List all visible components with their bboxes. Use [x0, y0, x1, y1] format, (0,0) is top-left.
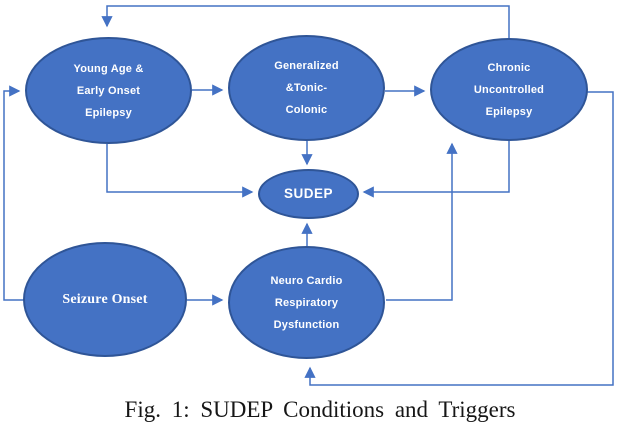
node-seizure-onset: Seizure Onset: [23, 242, 187, 357]
node-label: Generalized &Tonic- Colonic: [230, 55, 383, 121]
edge-chronic-to-neuro: [304, 91, 614, 386]
edge-chronic-to-young-age: [101, 5, 510, 39]
node-label-line: &Tonic-: [285, 82, 328, 94]
edge-young-age-to-sudep: [106, 144, 254, 198]
node-label-line: Neuro Cardio: [270, 274, 343, 287]
node-label-line: Dysfunction: [273, 318, 340, 331]
node-label-line: Respiratory: [274, 296, 339, 309]
edge-seizure-to-young-age: [3, 85, 25, 301]
node-label-line: Young Age &: [73, 62, 144, 75]
node-label-line: Seizure Onset: [62, 291, 148, 307]
node-label-line: Early Onset: [76, 84, 141, 97]
node-young-age-early-onset-epilepsy: Young Age & Early Onset Epilepsy: [25, 37, 192, 144]
figure-caption: Fig. 1: SUDEP Conditions and Triggers: [124, 397, 516, 422]
node-label-line: Uncontrolled: [473, 83, 545, 96]
node-generalized-tonic-colonic: Generalized &Tonic- Colonic: [228, 35, 385, 141]
node-label: Seizure Onset: [25, 291, 185, 309]
node-label-line: Epilepsy: [485, 105, 533, 118]
node-label-line: Epilepsy: [85, 106, 132, 119]
edge-neuro-to-chronic: [386, 142, 458, 301]
node-label-line: Colonic: [285, 104, 328, 116]
node-label: Neuro Cardio Respiratory Dysfunction: [230, 270, 383, 336]
node-label-line: Chronic: [487, 61, 531, 74]
node-label: SUDEP: [260, 186, 357, 202]
node-label-line: SUDEP: [283, 186, 333, 201]
node-label: Chronic Uncontrolled Epilepsy: [432, 57, 586, 123]
node-neuro-cardio-respiratory-dysfunction: Neuro Cardio Respiratory Dysfunction: [228, 246, 385, 359]
node-label-line: Generalized: [274, 60, 339, 72]
node-sudep: SUDEP: [258, 169, 359, 219]
node-chronic-uncontrolled-epilepsy: Chronic Uncontrolled Epilepsy: [430, 38, 588, 141]
edge-chronic-to-sudep: [362, 141, 510, 198]
node-label: Young Age & Early Onset Epilepsy: [27, 58, 190, 124]
